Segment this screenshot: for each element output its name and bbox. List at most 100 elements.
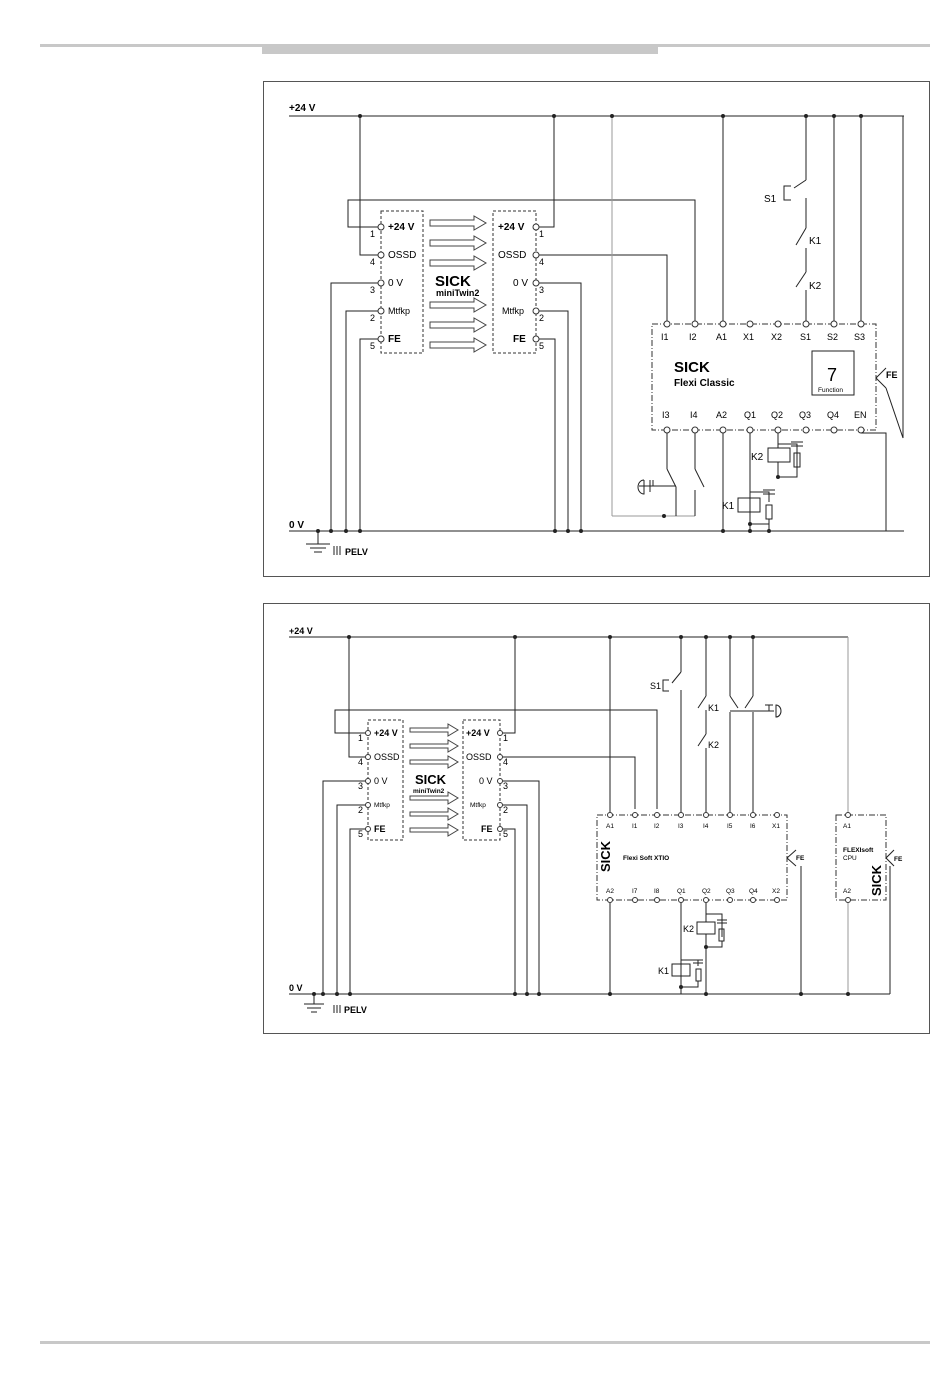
flexi-classic-top-terminals: I1 I2 A1 X1 X2 S1 S2 S3: [661, 320, 865, 342]
emitter-pin-num-1: 1: [370, 229, 375, 239]
light-beam-arrows: [409, 723, 459, 837]
function-selector: [811, 350, 855, 396]
receiver-pin-num-3: 3: [503, 781, 508, 791]
receiver-pins: +24 V OSSD 0 V Mtfkp FE 1 4 3 2 5: [466, 728, 508, 839]
term-s2: S2: [827, 332, 838, 342]
emitter-pins: +24 V OSSD 0 V Mtfkp FE 1 4 3 2 5: [358, 728, 400, 839]
xtio-fe: FE: [796, 855, 805, 862]
emitter-pin-24v: +24 V: [388, 222, 415, 233]
header-rule-left: [40, 44, 262, 47]
xtio-term-i8: I8: [654, 888, 660, 895]
emitter-pin-num-5: 5: [358, 829, 363, 839]
receiver-pin-num-1: 1: [539, 229, 544, 239]
flexi-classic-bottom-terminals: I3 I4 A2 Q1 Q2 Q3 Q4 EN: [662, 410, 867, 434]
term-x2: X2: [771, 332, 782, 342]
receiver-pin-num-2: 2: [539, 313, 544, 323]
xtio-top-terminals: A1 I1 I2 I3 I4 I5 I6 X1: [606, 812, 780, 830]
emitter-pin-num-5: 5: [370, 341, 375, 351]
cpu-label: CPU: [843, 855, 857, 862]
flexi-classic-fe: FE: [886, 370, 898, 380]
emitter-pin-fe: FE: [388, 334, 401, 345]
xtio-name: Flexi Soft XTIO: [623, 855, 669, 862]
xtio-term-i3: I3: [678, 823, 684, 830]
k1-relay-coil: [737, 497, 761, 513]
term-i2: I2: [689, 332, 697, 342]
xtio-term-q4: Q4: [749, 888, 758, 895]
light-curtain-model: miniTwin2: [436, 288, 479, 298]
receiver-pin-num-1: 1: [503, 733, 508, 743]
term-i3: I3: [662, 410, 670, 420]
pelv-label: PELV: [344, 1005, 367, 1015]
receiver-pin-num-5: 5: [539, 341, 544, 351]
cpu-brand-logo: SICK: [869, 864, 884, 896]
xtio-term-i2: I2: [654, 823, 660, 830]
k2-contact-label: K2: [708, 740, 719, 750]
emitter-pin-num-4: 4: [370, 257, 375, 267]
emitter-pin-mtfkp: Mtfkp: [388, 306, 410, 316]
wiring-diagram-flexi-soft: +24 V 0 V PELV +24 V OSSD 0 V Mtfkp FE 1…: [263, 603, 930, 1034]
emitter-pin-num-4: 4: [358, 757, 363, 767]
xtio-bottom-terminals: A2 I7 I8 Q1 Q2 Q3 Q4 X2: [606, 888, 780, 903]
term-q4: Q4: [827, 410, 839, 420]
receiver-pin-0v: 0 V: [513, 278, 528, 289]
term-q2: Q2: [771, 410, 783, 420]
xtio-term-x2: X2: [772, 888, 780, 895]
emitter-pin-0v: 0 V: [388, 278, 403, 289]
emitter-pin-num-3: 3: [370, 285, 375, 295]
receiver-pin-mtfkp: Mtfkp: [502, 306, 524, 316]
k1-coil-label: K1: [722, 501, 735, 512]
term-a2: A2: [716, 410, 727, 420]
receiver-box: [492, 210, 537, 354]
emitter-pin-0v: 0 V: [374, 776, 388, 786]
receiver-pin-num-2: 2: [503, 805, 508, 815]
rail-0v-label: 0 V: [289, 983, 303, 993]
k1-contact-label: K1: [809, 236, 822, 247]
function-number: 7: [827, 365, 837, 385]
receiver-pin-0v: 0 V: [479, 776, 493, 786]
receiver-pin-num-5: 5: [503, 829, 508, 839]
cpu-term-a1: A1: [843, 823, 851, 830]
header-rule-right: [658, 44, 930, 47]
emitter-pin-fe: FE: [374, 824, 386, 834]
k1-relay-coil: [671, 963, 691, 977]
emitter-pin-ossd: OSSD: [374, 752, 400, 762]
xtio-term-q2: Q2: [702, 888, 711, 895]
term-x1: X1: [743, 332, 754, 342]
xtio-term-a2: A2: [606, 888, 614, 895]
flexi-classic-brand-logo: SICK: [674, 359, 710, 376]
xtio-term-x1: X1: [772, 823, 780, 830]
term-s1: S1: [800, 332, 811, 342]
function-label: Function: [818, 387, 843, 394]
light-curtain-brand-logo: SICK: [415, 772, 447, 787]
s1-label: S1: [764, 194, 777, 205]
receiver-pins: +24 V OSSD 0 V Mtfkp FE 1 4 3 2 5: [498, 222, 544, 351]
light-curtain-model: miniTwin2: [413, 788, 445, 795]
receiver-pin-ossd: OSSD: [466, 752, 492, 762]
wiring-diagram-flexi-classic: +24 V 0 V PELV +24 V OSSD 0 V Mtfkp FE 1…: [263, 81, 930, 577]
junction-dots: [316, 114, 863, 533]
receiver-pin-num-4: 4: [539, 257, 544, 267]
xtio-term-i6: I6: [750, 823, 756, 830]
xtio-term-i1: I1: [632, 823, 638, 830]
junction-dots: [312, 635, 850, 996]
emitter-pin-num-1: 1: [358, 733, 363, 743]
emitter-pin-num-2: 2: [370, 313, 375, 323]
rail-0v-label: 0 V: [289, 520, 304, 531]
term-a1: A1: [716, 332, 727, 342]
emitter-pin-mtfkp: Mtfkp: [374, 802, 390, 809]
receiver-pin-24v: +24 V: [498, 222, 525, 233]
receiver-pin-ossd: OSSD: [498, 250, 526, 261]
xtio-term-q3: Q3: [726, 888, 735, 895]
k1-coil-label: K1: [658, 966, 669, 976]
xtio-term-a1: A1: [606, 823, 614, 830]
light-beam-arrows: [429, 215, 487, 353]
footer-rule: [40, 1341, 930, 1344]
k2-contact-label: K2: [809, 281, 822, 292]
term-q3: Q3: [799, 410, 811, 420]
cpu-term-a2: A2: [843, 888, 851, 895]
xtio-term-q1: Q1: [677, 888, 686, 895]
flexi-classic-module: [651, 323, 877, 431]
k1-contact-label: K1: [708, 703, 719, 713]
receiver-pin-fe: FE: [481, 824, 493, 834]
term-i4: I4: [690, 410, 698, 420]
